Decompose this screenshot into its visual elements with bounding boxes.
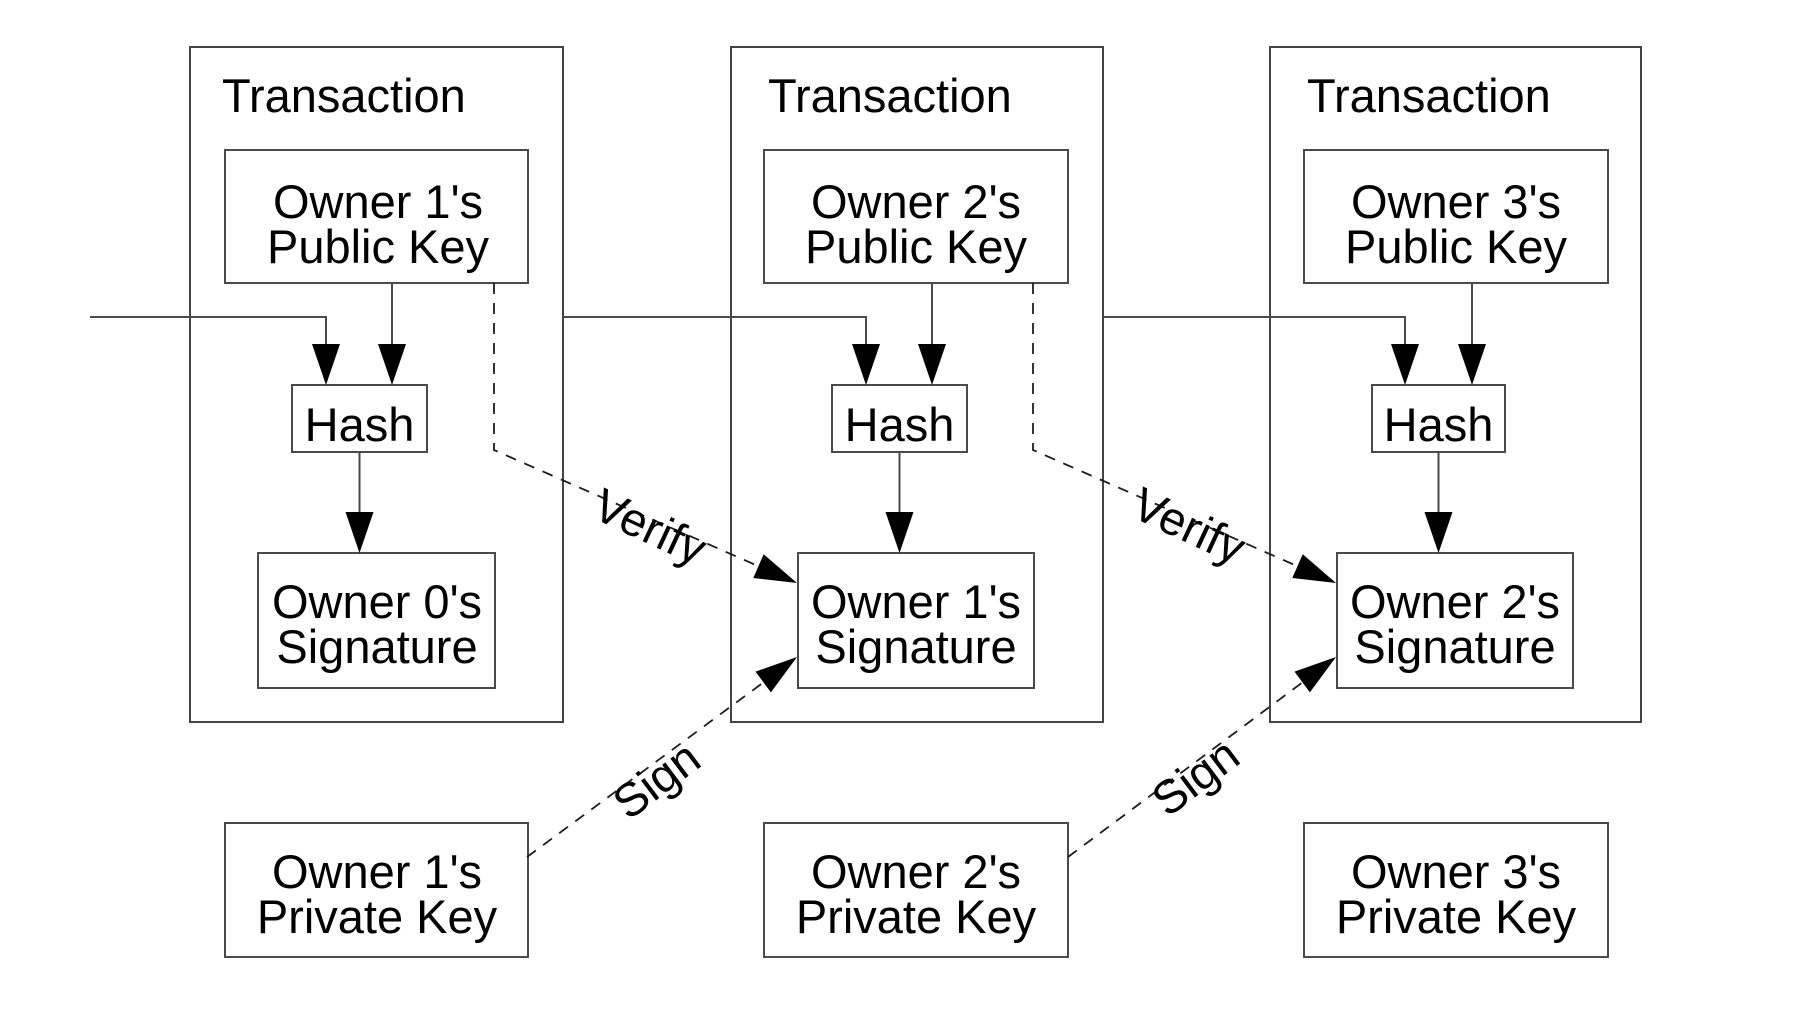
sign-2-dashed-line	[1067, 681, 1304, 858]
pubkey-2-label-line2: Public Key	[805, 220, 1028, 273]
privkey-3-label-line1: Owner 3's	[1351, 845, 1561, 898]
pubkey-3-box	[1303, 149, 1609, 284]
verify-1-dashed-line	[493, 283, 759, 567]
pubkey-1-label-line1: Owner 1's	[273, 175, 483, 228]
verify-1-label: Verify	[586, 478, 715, 576]
privkey-1-box	[224, 822, 529, 958]
pubkey-1-label-line2: Public Key	[267, 220, 490, 273]
hash-1-box	[291, 384, 428, 453]
privkey-1-label-line2: Private Key	[257, 890, 498, 943]
arrowhead-into-hash3-left	[1391, 344, 1419, 385]
transaction-2-title: Transaction	[768, 69, 1012, 122]
sign-1-dashed-line	[526, 681, 765, 858]
signature-3-box	[1336, 552, 1574, 689]
arrowhead-into-signature2	[885, 512, 914, 553]
hash-3-label: Hash	[1384, 398, 1494, 451]
hash-2-label: Hash	[845, 398, 955, 451]
arrowhead-into-hash2-right	[918, 344, 946, 385]
sign-2-label: Sign	[1142, 727, 1249, 826]
verify-1-arrowhead	[753, 554, 797, 583]
pubkey-1-box	[224, 149, 529, 284]
hash-2-box	[831, 384, 968, 453]
tx1-to-hash2-line	[563, 316, 867, 345]
arrowhead-into-hash1-right	[378, 344, 406, 385]
privkey-2-box	[763, 822, 1069, 958]
verify-2-arrowhead	[1292, 554, 1336, 583]
pubkey-2-label-line1: Owner 2's	[811, 175, 1021, 228]
node-boxes	[224, 149, 1609, 958]
privkey-3-box	[1303, 822, 1609, 958]
hash-3-box	[1371, 384, 1506, 453]
diagram-labels: Transaction Transaction Transaction Owne…	[222, 69, 1577, 943]
privkey-1-label-line1: Owner 1's	[272, 845, 482, 898]
arrowhead-into-hash3-right	[1458, 344, 1486, 385]
pubkey-3-label-line2: Public Key	[1345, 220, 1568, 273]
arrowhead-into-hash2-left	[852, 344, 880, 385]
signature-1-box	[257, 552, 496, 689]
transaction-2-box	[730, 46, 1104, 723]
tx2-to-hash3-line	[1103, 316, 1406, 345]
solid-connectors	[90, 283, 1473, 513]
privkey-2-label-line2: Private Key	[796, 890, 1037, 943]
sign-1-arrowhead	[755, 657, 797, 693]
sign-1-label: Sign	[603, 730, 710, 829]
signature-1-label-line1: Owner 0's	[272, 575, 482, 628]
arrowhead-into-hash1-left	[312, 344, 340, 385]
sign-2-arrowhead	[1294, 657, 1336, 693]
signature-1-label-line2: Signature	[276, 620, 477, 673]
verify-2-dashed-line	[1032, 283, 1298, 567]
transaction-1-box	[189, 46, 564, 723]
dashed-connectors	[493, 283, 1304, 858]
pubkey-3-label-line1: Owner 3's	[1351, 175, 1561, 228]
signature-2-label-line2: Signature	[815, 620, 1016, 673]
transaction-3-box	[1269, 46, 1642, 723]
transaction-borders	[189, 46, 1642, 723]
signature-3-label-line1: Owner 2's	[1350, 575, 1560, 628]
signature-3-label-line2: Signature	[1354, 620, 1555, 673]
privkey-2-label-line1: Owner 2's	[811, 845, 1021, 898]
transaction-3-title: Transaction	[1307, 69, 1551, 122]
verify-2-label: Verify	[1125, 477, 1254, 575]
prev-block-to-hash1-line	[90, 316, 327, 345]
privkey-3-label-line2: Private Key	[1336, 890, 1577, 943]
transaction-1-title: Transaction	[222, 69, 466, 122]
solid-arrowheads	[312, 344, 1486, 553]
dashed-arrowheads	[753, 554, 1336, 693]
arrowhead-into-signature3	[1424, 512, 1453, 553]
pubkey-2-box	[763, 149, 1069, 284]
arrowhead-into-signature1	[345, 512, 374, 553]
signature-2-label-line1: Owner 1's	[811, 575, 1021, 628]
hash-1-label: Hash	[305, 398, 415, 451]
signature-2-box	[797, 552, 1035, 689]
